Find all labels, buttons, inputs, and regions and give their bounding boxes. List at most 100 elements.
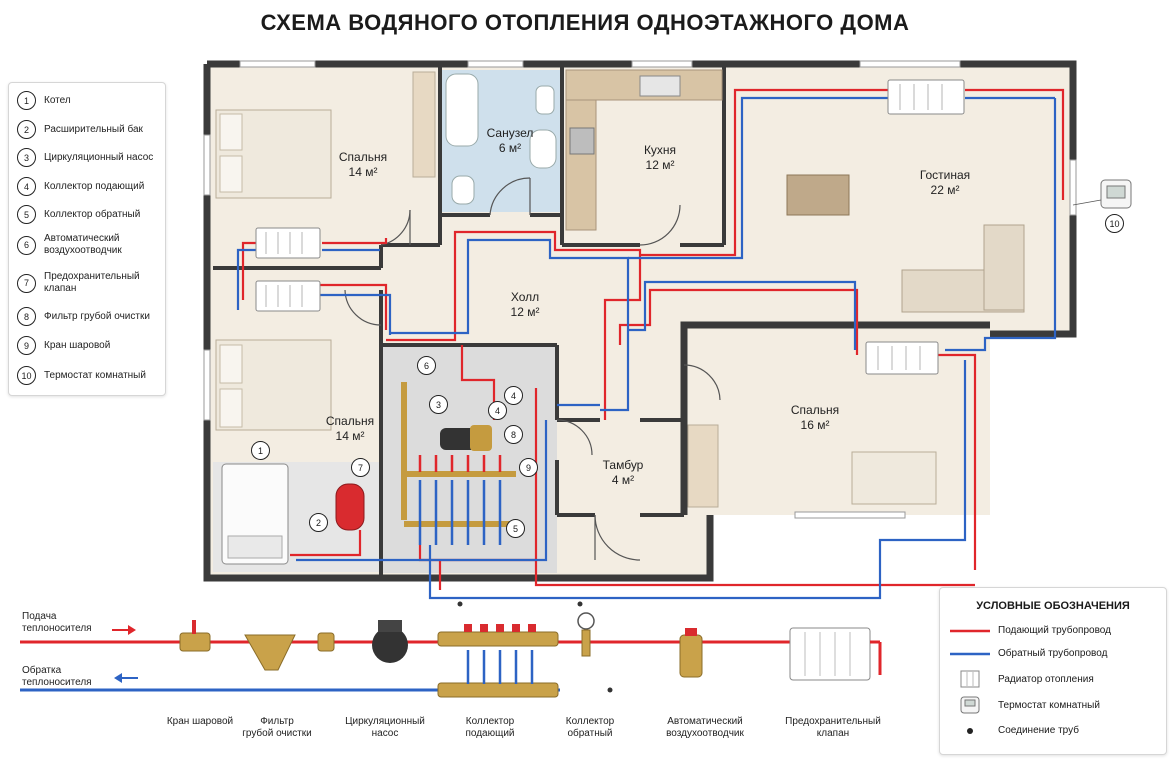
component-label-line2: грубой очистки: [242, 728, 312, 739]
component-label-line2: обратный: [567, 728, 613, 739]
legend-label: Коллектор обратный: [44, 208, 141, 220]
legend-radiator-label: Радиатор отопления: [998, 673, 1094, 685]
component-label-line1: Коллектор: [565, 716, 615, 727]
supply-label-line1: Подача: [22, 611, 57, 622]
legend-num: 5: [17, 205, 36, 224]
legend-supply-label: Подающий трубопровод: [998, 625, 1111, 636]
component-label-line1: Фильтр: [260, 716, 294, 727]
marker-pump: 3: [429, 395, 448, 414]
legend-label: Термостат комнатный: [44, 369, 146, 381]
legend-label: Расширительный бак: [44, 123, 143, 135]
return-label-line2: теплоносителя: [22, 677, 92, 688]
legend-item: 5 Коллектор обратный: [17, 205, 140, 224]
thermostat-icon: [950, 696, 990, 714]
room-area: 14 м²: [348, 165, 378, 179]
room-area: 14 м²: [335, 429, 365, 443]
room-area: 4 м²: [611, 473, 635, 487]
legend-label: Предохранительный клапан: [44, 271, 140, 294]
component-label-line2: подающий: [465, 728, 515, 739]
room-area: 22 м²: [930, 183, 960, 197]
marker-safety-valve: 7: [351, 458, 370, 477]
legend-thermostat-label: Термостат комнатный: [998, 699, 1100, 711]
legend-num: 7: [17, 273, 36, 293]
legend-item: 2 Расширительный бак: [17, 120, 143, 139]
legend-num: 6: [17, 235, 36, 255]
legend-num: 1: [17, 91, 36, 110]
legend-symbols: УСЛОВНЫЕ ОБОЗНАЧЕНИЯ Подающий трубопрово…: [939, 587, 1167, 755]
return-label-line1: Обратка: [22, 665, 62, 676]
room-area: 6 м²: [498, 141, 522, 155]
marker-filter: 8: [504, 425, 523, 444]
marker-supply-manifold-2: 4: [488, 401, 507, 420]
legend-num: 9: [17, 336, 36, 355]
legend-row-thermostat: Термостат комнатный: [950, 696, 1100, 714]
legend-label: Циркуляционный насос: [44, 151, 154, 163]
legend-num: 4: [17, 177, 36, 196]
legend-item: 6 Автоматический воздухоотводчик: [17, 233, 157, 257]
legend-row-radiator: Радиатор отопления: [950, 670, 1094, 688]
component-label-line1: Циркуляционный: [345, 716, 425, 727]
marker-thermostat: 10: [1105, 214, 1124, 233]
legend-item: 8 Фильтр грубой очистки: [17, 307, 150, 326]
room-area: 12 м²: [510, 305, 540, 319]
supply-label-line2: теплоносителя: [22, 623, 92, 634]
marker-supply-manifold: 4: [504, 386, 523, 405]
legend-label: Фильтр грубой очистки: [44, 310, 150, 322]
marker-return-manifold: 5: [506, 519, 525, 538]
legend-item: 10 Термостат комнатный: [17, 366, 146, 385]
room-name: Спальня: [325, 414, 375, 428]
room-name: Спальня: [790, 403, 840, 417]
legend-label: Автоматический воздухоотводчик: [44, 233, 122, 256]
component-label-line2: воздухоотводчик: [666, 728, 744, 739]
component-label-line1: Автоматический: [667, 716, 743, 727]
component-label-line1: Предохранительный: [785, 716, 881, 727]
component-label-line1: Кран шаровой: [166, 716, 234, 727]
legend-item: 7 Предохранительный клапан: [17, 271, 157, 295]
component-label-line2: насос: [371, 728, 399, 739]
page-title: СХЕМА ВОДЯНОГО ОТОПЛЕНИЯ ОДНОЭТАЖНОГО ДО…: [260, 10, 910, 35]
room-area: 12 м²: [645, 158, 675, 172]
room-name: Санузел: [486, 126, 534, 140]
room-area: 16 м²: [800, 418, 830, 432]
room-name: Холл: [510, 290, 540, 304]
marker-boiler: 1: [251, 441, 270, 460]
legend-num: 2: [17, 120, 36, 139]
legend-return-label: Обратный трубопровод: [998, 648, 1108, 659]
legend-item: 3 Циркуляционный насос: [17, 148, 153, 167]
pipe-joint-icon: [950, 727, 990, 735]
legend-label: Кран шаровой: [44, 339, 111, 351]
room-name: Гостиная: [919, 168, 971, 182]
radiator-icon: [950, 670, 990, 688]
room-name: Спальня: [338, 150, 388, 164]
legend-num: 8: [17, 307, 36, 326]
room-name: Тамбур: [602, 458, 644, 472]
legend-item: 9 Кран шаровой: [17, 336, 110, 355]
marker-ball-valve: 9: [519, 458, 538, 477]
legend-num: 10: [17, 366, 36, 385]
component-label-line1: Коллектор: [465, 716, 515, 727]
legend-joint-label: Соединение труб: [998, 725, 1079, 736]
supply-pipe-icon: [950, 628, 990, 634]
legend-row-joint: Соединение труб: [950, 725, 1079, 736]
legend-num: 3: [17, 148, 36, 167]
marker-expansion-tank: 2: [309, 513, 328, 532]
legend-row-supply: Подающий трубопровод: [950, 625, 1111, 636]
